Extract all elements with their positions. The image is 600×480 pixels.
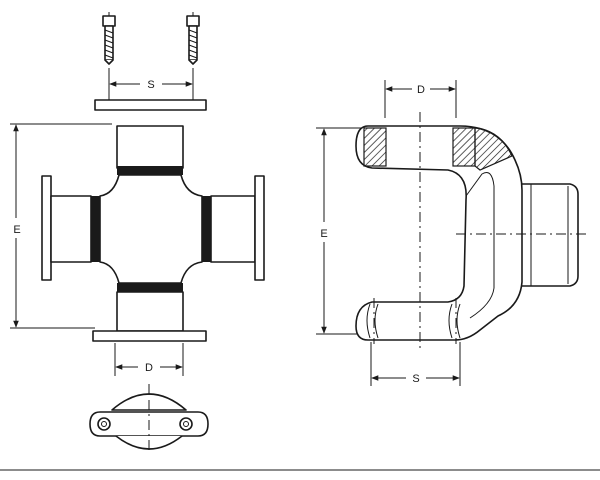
yoke-s-label: S [412,373,419,385]
bearing-cup-bottom [116,283,184,332]
cross-s-dimension: S [108,68,194,100]
yoke-bottom-ear-bore [366,298,461,344]
end-yoke-drawing: D E [316,80,588,386]
cross-e-label: E [13,224,20,236]
bearing-cup-top [116,125,184,175]
strap-plate-top [94,99,207,111]
yoke-body [355,125,523,341]
bearing-cup-left [41,175,100,281]
cross-kit-drawing: S E [10,12,265,452]
bolt-left [102,12,116,65]
yoke-top-ear-bore [363,127,513,171]
cross-d-dimension: D [114,343,184,376]
cross-s-label: S [147,79,154,91]
bearing-cup-right [202,175,265,281]
yoke-shaft [519,183,579,287]
bearing-cap-end-view [89,384,209,452]
yoke-e-label: E [320,228,327,240]
bolt-right [186,12,200,65]
cross-e-dimension: E [10,123,112,329]
yoke-s-dimension: S [370,342,461,386]
cross-d-label: D [145,362,153,374]
yoke-d-label: D [417,84,425,96]
strap-plate-bottom [92,330,207,342]
yoke-d-dimension: D [384,80,457,118]
cross-body [99,174,203,284]
